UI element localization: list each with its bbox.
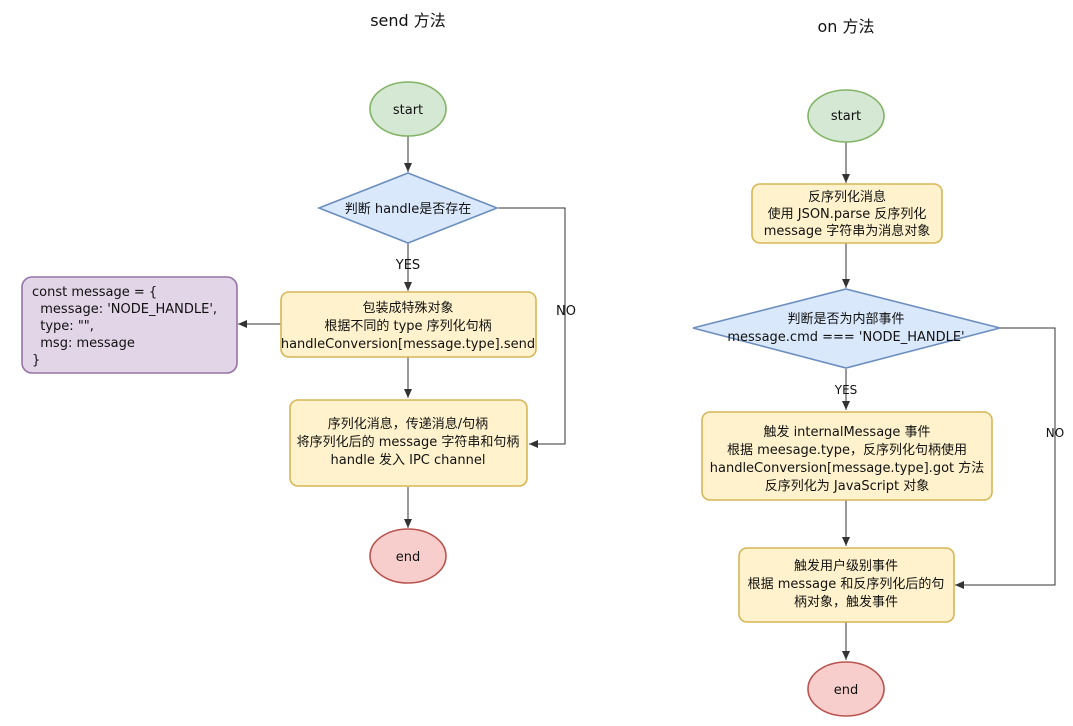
code-line-2: message: 'NODE_HANDLE', [32,302,217,317]
send-wrap-box: 包装成特殊对象 根据不同的 type 序列化句柄 handleConversio… [280,291,537,358]
code-line-1: const message = { [32,285,157,300]
send-no-label: NO [556,304,576,319]
on-decision-node: 判断是否为内部事件 message.cmd === 'NODE_HANDLE' [692,288,1001,369]
on-internal-line-1: 触发 internalMessage 事件 [763,424,930,440]
send-yes-label: YES [395,258,420,273]
send-decision-node: 判断 handle是否存在 [316,172,500,244]
send-serialize-line-2: 将序列化后的 message 字符串和句柄 [297,434,520,450]
send-end-label: end [396,550,421,565]
on-deserialize-box: 反序列化消息 使用 JSON.parse 反序列化 message 字符串为消息… [751,183,943,244]
send-decision-label: 判断 handle是否存在 [345,202,471,217]
send-start-label: start [393,103,423,118]
code-line-3: type: "", [32,319,94,334]
on-internal-line-4: 反序列化为 JavaScript 对象 [765,479,929,494]
edge-decision-no [497,207,566,448]
send-serialize-line-1: 序列化消息，传递消息/句柄 [328,416,488,432]
on-yes-label: YES [834,383,858,397]
on-user-line-2: 根据 message 和反序列化后的句 [748,576,945,592]
send-serialize-line-3: handle 发入 IPC channel [331,452,486,468]
send-method-title: send 方法 [370,11,446,30]
on-start-label: start [831,109,861,124]
on-internal-line-3: handleConversion[message.type].got 方法 [710,460,985,476]
on-internal-line-2: 根据 meesage.type，反序列化句柄使用 [727,442,967,458]
on-decision-line-1: 判断是否为内部事件 [787,311,904,327]
on-user-event-box: 触发用户级别事件 根据 message 和反序列化后的句 柄对象，触发事件 [738,547,955,623]
edge-on-decision-no [955,327,1056,589]
send-serialize-box: 序列化消息，传递消息/句柄 将序列化后的 message 字符串和句柄 hand… [289,399,528,487]
send-wrap-line-3: handleConversion[message.type].send [281,337,535,352]
on-internal-message-box: 触发 internalMessage 事件 根据 meesage.type，反序… [701,411,993,501]
message-object-box: const message = { message: 'NODE_HANDLE'… [21,276,238,374]
on-deserialize-line-2: 使用 JSON.parse 反序列化 [768,206,927,222]
send-start-node: start [369,81,447,137]
on-no-label: NO [1046,426,1064,440]
on-start-node: start [807,89,885,143]
on-user-line-1: 触发用户级别事件 [794,558,898,574]
on-user-line-3: 柄对象，触发事件 [794,594,898,610]
on-deserialize-line-3: message 字符串为消息对象 [764,223,931,239]
code-line-4: msg: message [32,336,135,351]
send-wrap-line-1: 包装成特殊对象 [362,301,453,316]
code-line-5: } [32,353,40,368]
on-decision-line-2: message.cmd === 'NODE_HANDLE' [727,330,964,345]
on-end-label: end [834,683,859,698]
send-wrap-line-2: 根据不同的 type 序列化句柄 [324,318,491,334]
on-end-node: end [807,661,885,717]
on-method-title: on 方法 [817,17,874,36]
send-end-node: end [369,528,447,584]
on-deserialize-line-1: 反序列化消息 [808,189,886,205]
